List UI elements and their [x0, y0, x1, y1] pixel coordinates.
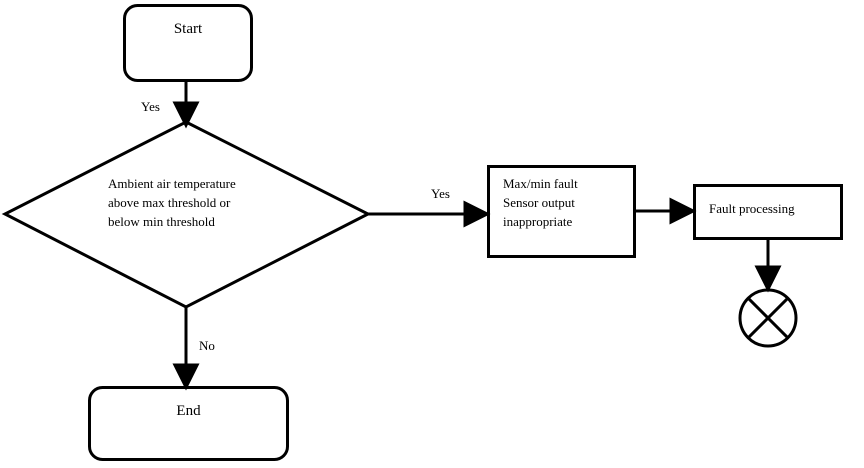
decision-node-shape[interactable] [1, 120, 372, 309]
connector-cross-stroke-b [747, 297, 789, 339]
end-node-shape[interactable] [88, 386, 289, 461]
edge-label-decision-to-fault: Yes [431, 186, 450, 201]
start-node-shape[interactable] [123, 4, 253, 82]
fault-node-shape[interactable] [487, 165, 636, 258]
processing-node-shape[interactable] [693, 184, 843, 240]
edge-label-decision-to-end: No [199, 338, 215, 353]
edge-label-start-to-decision: Yes [141, 99, 160, 114]
